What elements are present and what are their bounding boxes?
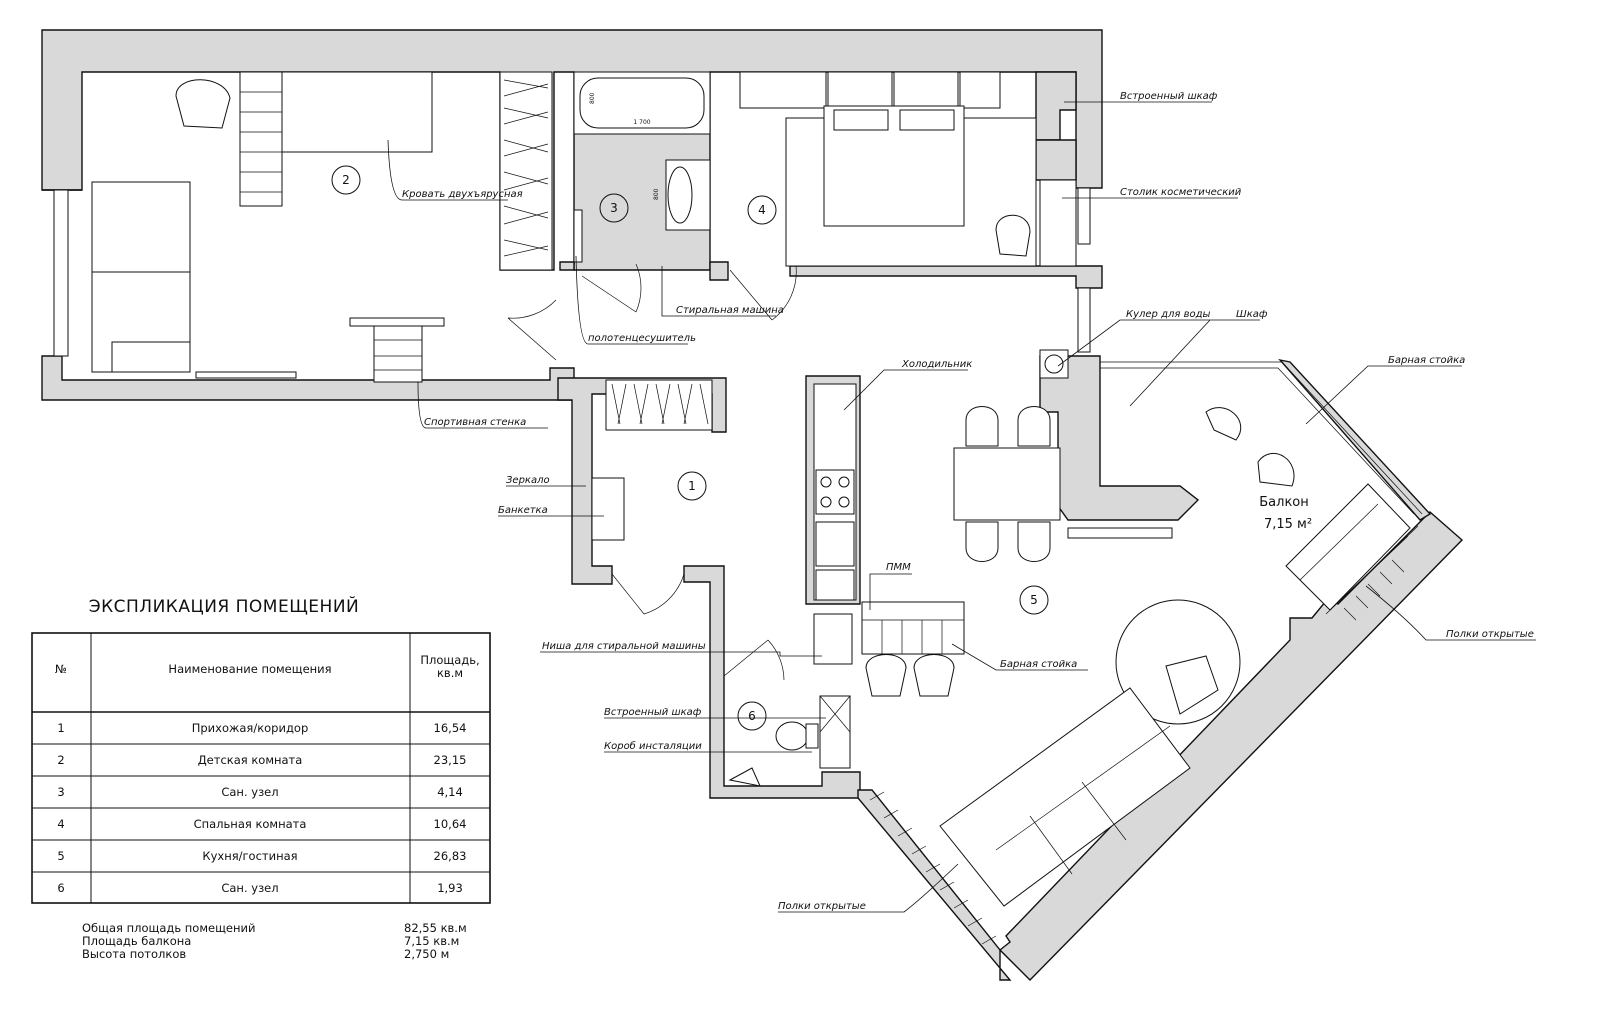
balcony-area-label: Площадь балкона	[82, 934, 191, 948]
room-number-4: 4	[747, 195, 777, 225]
callout-bar-counter-center: Барная стойка	[1000, 659, 1077, 670]
svg-text:3: 3	[610, 201, 618, 215]
explication: ЭКСПЛИКАЦИЯ ПОМЕЩЕНИЙ № Наименование пом…	[31, 595, 491, 961]
furniture	[53, 71, 1423, 945]
room-numbers: 1 2 3 4 5 6	[331, 165, 1049, 731]
callout-open-shelves-right: Полки открытые	[1446, 629, 1534, 640]
svg-text:2: 2	[57, 753, 64, 767]
th-area-line2: кв.м	[437, 666, 463, 680]
callout-wardrobe: Шкаф	[1236, 309, 1268, 320]
room-number-3: 3	[599, 193, 629, 223]
callout-builtin-wardrobe-top: Встроенный шкаф	[1120, 91, 1218, 102]
table-row: 4 Спальная комната 10,64	[57, 817, 466, 831]
th-number: №	[55, 662, 67, 676]
explication-table-grid	[31, 632, 491, 904]
ceiling-height-value: 2,750 м	[404, 947, 449, 961]
dim-sink-width: 800	[653, 188, 660, 200]
callout-washing-machine: Стиральная машина	[676, 305, 784, 316]
balcony-label: Балкон	[1259, 495, 1309, 510]
callout-builtin-wardrobe-bath: Встроенный шкаф	[604, 707, 702, 718]
callout-open-shelves-bottom: Полки открытые	[778, 901, 866, 912]
svg-text:Детская комната: Детская комната	[198, 753, 303, 767]
svg-text:1: 1	[57, 721, 64, 735]
svg-text:Спальная комната: Спальная комната	[194, 817, 307, 831]
callout-bar-counter-right: Барная стойка	[1388, 355, 1465, 366]
svg-text:Кухня/гостиная: Кухня/гостиная	[202, 849, 297, 863]
svg-text:4: 4	[57, 817, 64, 831]
callout-towel-warmer: полотенцесушитель	[588, 333, 696, 344]
svg-text:1,93: 1,93	[437, 881, 463, 895]
total-area-label: Общая площадь помещений	[82, 921, 255, 935]
svg-text:3: 3	[57, 785, 64, 799]
totals: Общая площадь помещений 82,55 кв.м Площа…	[82, 921, 467, 961]
callout-mirror: Зеркало	[506, 475, 550, 486]
svg-text:1: 1	[688, 479, 696, 493]
room-number-2: 2	[331, 165, 361, 195]
table-row: 6 Сан. узел 1,93	[57, 881, 462, 895]
svg-text:Сан. узел: Сан. узел	[221, 881, 278, 895]
callout-dishwasher: ПММ	[886, 562, 911, 573]
callouts: Встроенный шкаф Столик косметический Кро…	[387, 91, 1536, 913]
svg-text:5: 5	[1030, 593, 1038, 607]
callout-water-cooler: Кулер для воды	[1126, 309, 1211, 320]
th-name: Наименование помещения	[168, 662, 331, 676]
svg-text:2: 2	[342, 173, 350, 187]
callout-bench: Банкетка	[498, 505, 548, 516]
callout-bunk-bed: Кровать двухъярусная	[402, 189, 523, 200]
total-area-value: 82,55 кв.м	[404, 921, 467, 935]
ceiling-height-label: Высота потолков	[82, 947, 186, 961]
svg-text:Сан. узел: Сан. узел	[221, 785, 278, 799]
callout-washer-niche: Ниша для стиральной машины	[542, 641, 706, 652]
callout-fridge: Холодильник	[901, 359, 972, 370]
table-row: 1 Прихожая/коридор 16,54	[57, 721, 466, 735]
callout-vanity-table: Столик косметический	[1120, 187, 1242, 198]
room-number-5: 5	[1019, 585, 1049, 615]
table-row: 3 Сан. узел 4,14	[57, 785, 462, 799]
balcony-area-value: 7,15 кв.м	[404, 934, 459, 948]
svg-text:Прихожая/коридор: Прихожая/коридор	[192, 721, 309, 735]
balcony-area: 7,15 м²	[1264, 517, 1312, 532]
svg-text:23,15: 23,15	[434, 753, 467, 767]
dimensions: 1 700 800 800	[589, 92, 660, 200]
svg-text:6: 6	[57, 881, 64, 895]
dim-bath-width: 800	[589, 92, 596, 104]
svg-text:6: 6	[748, 709, 756, 723]
callout-installation-box: Короб инсталяции	[604, 740, 702, 752]
dim-bath-length: 1 700	[633, 119, 650, 126]
svg-text:26,83: 26,83	[434, 849, 467, 863]
table-row: 2 Детская комната 23,15	[57, 753, 466, 767]
room-number-6: 6	[737, 701, 767, 731]
svg-text:10,64: 10,64	[434, 817, 467, 831]
svg-text:4,14: 4,14	[437, 785, 463, 799]
svg-text:4: 4	[758, 203, 766, 217]
callout-sport-wall: Спортивная стенка	[424, 417, 526, 428]
svg-text:5: 5	[57, 849, 64, 863]
explication-title: ЭКСПЛИКАЦИЯ ПОМЕЩЕНИЙ	[89, 595, 360, 617]
th-area-line1: Площадь,	[420, 653, 479, 667]
svg-text:16,54: 16,54	[434, 721, 467, 735]
table-row: 5 Кухня/гостиная 26,83	[57, 849, 466, 863]
room-number-1: 1	[677, 471, 707, 501]
